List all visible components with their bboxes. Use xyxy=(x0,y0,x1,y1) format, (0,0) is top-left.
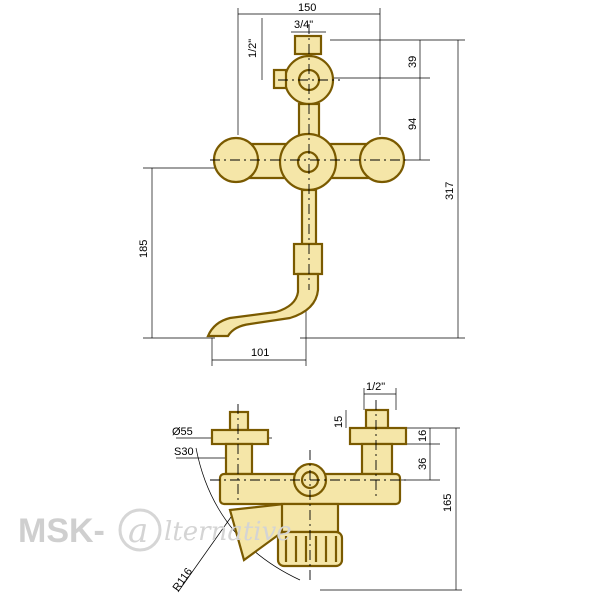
leader-r116 xyxy=(177,509,237,593)
dim-101-label: 101 xyxy=(251,347,269,359)
phi55-label: Ø55 xyxy=(172,426,193,438)
watermark: MSK- a lternative xyxy=(18,508,292,552)
right-nut-flange xyxy=(348,426,408,446)
left-valve-body xyxy=(224,442,254,476)
top-inlet xyxy=(293,34,323,56)
left-inlet-top xyxy=(228,410,250,432)
spout xyxy=(206,272,320,338)
plan-view: 1/2" 15 16 36 165 Ø55 S30 R116 xyxy=(171,381,462,594)
spout-base xyxy=(292,242,324,276)
watermark-script: lternative xyxy=(164,517,292,547)
center-bore xyxy=(296,150,320,174)
dim-185-label: 185 xyxy=(138,240,150,258)
dim-36-label: 36 xyxy=(417,458,429,470)
dim-34-label: 3/4" xyxy=(294,19,313,31)
watermark-at-symbol: a xyxy=(128,511,148,551)
arc-r116 xyxy=(195,447,301,581)
center-body xyxy=(278,132,338,192)
r116-label: R116 xyxy=(171,566,195,594)
dim-12-left-label: 1/2" xyxy=(247,39,259,58)
right-valve-body xyxy=(360,442,394,476)
left-nut-flange xyxy=(210,428,270,446)
dim-16-label: 16 xyxy=(417,430,429,442)
dim-94-label: 94 xyxy=(407,118,419,130)
dim-12-bottom-label: 1/2" xyxy=(366,381,385,393)
dim-39-label: 39 xyxy=(407,56,419,68)
dim-15-label: 15 xyxy=(333,416,345,428)
front-elevation: 150 3/4" 1/2" 39 94 317 185 101 xyxy=(138,2,465,366)
dim-165-label: 165 xyxy=(442,494,454,512)
right-inlet-top xyxy=(364,408,390,430)
side-outlet xyxy=(272,68,288,90)
watermark-at-ring xyxy=(118,508,162,552)
s30-label: S30 xyxy=(174,446,194,458)
dim-317-label: 317 xyxy=(444,182,456,200)
watermark-brand: MSK- xyxy=(18,512,105,550)
dim-150-label: 150 xyxy=(298,2,316,14)
